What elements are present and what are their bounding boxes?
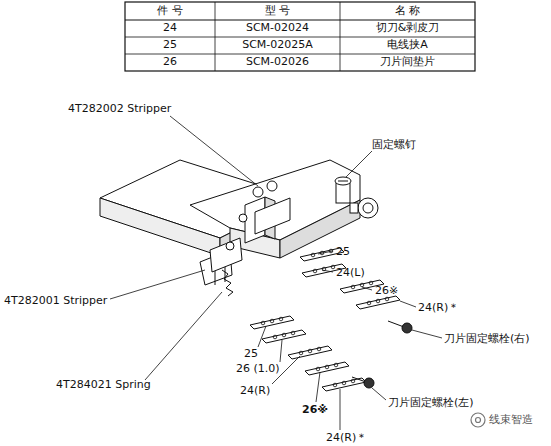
table-cell: SCM-02025A	[215, 38, 340, 51]
callout-number: 25	[244, 347, 258, 360]
parts-table-grid	[340, 2, 341, 71]
part-label: 刀片固定螺栓(右)	[444, 332, 530, 345]
table-header: 件 号	[125, 4, 215, 17]
leader-lines	[412, 330, 442, 338]
fixing-screw	[363, 203, 373, 213]
base-plate	[100, 160, 360, 285]
part-label: 4T282001 Stripper	[4, 294, 107, 307]
parts-table-grid	[125, 54, 475, 55]
blade-bolts	[364, 378, 374, 388]
callout-number: 24(L)	[336, 266, 365, 279]
fixing-screw	[358, 198, 378, 218]
callout-number: 24(R)＊	[418, 301, 459, 314]
table-cell: 25	[125, 38, 215, 51]
table-cell: SCM-02026	[215, 55, 340, 68]
part-label: 刀片固定螺栓(左)	[388, 396, 474, 409]
callout-number: 24(R)＊	[326, 431, 367, 444]
leader-lines	[362, 287, 372, 290]
part-label: 固定螺钉	[372, 138, 416, 151]
stripper-parts	[210, 238, 242, 272]
callout-number: 26※	[375, 284, 398, 297]
table-cell: 电线挟A	[340, 38, 475, 51]
table-cell: 切刀&剥皮刀	[340, 21, 475, 34]
exploded-blades	[288, 346, 332, 359]
leader-lines	[372, 388, 386, 400]
leader-lines	[340, 389, 341, 430]
fixing-screw	[336, 183, 350, 203]
leader-lines	[145, 292, 222, 380]
table-cell: 刀片间垫片	[340, 55, 475, 68]
callout-number: 25	[336, 245, 350, 258]
stripper-parts	[267, 181, 277, 191]
fixing-screw	[335, 177, 378, 218]
leader-lines	[110, 270, 205, 299]
fixing-screw	[350, 203, 358, 213]
part-label: 4T284021 Spring	[56, 378, 151, 391]
watermark-icon	[476, 418, 481, 423]
exploded-blades	[250, 316, 294, 329]
blade-bolts	[352, 321, 412, 388]
parts-table-grid	[125, 37, 475, 38]
leader-lines	[322, 270, 333, 272]
blade-bolts	[388, 321, 404, 327]
leader-lines	[258, 326, 266, 347]
stripper-parts	[239, 214, 247, 222]
callout-number: 26※	[302, 403, 328, 416]
watermark-icon	[471, 413, 485, 427]
watermark: 线束智造	[489, 413, 533, 426]
base-plate	[280, 200, 360, 258]
parts-table-grid	[125, 2, 475, 71]
stripper-parts	[226, 242, 234, 250]
exploded-blades	[262, 330, 306, 343]
stripper-parts	[253, 187, 263, 197]
leader-lines	[316, 372, 320, 402]
leader-lines	[318, 251, 333, 254]
leader-lines	[280, 340, 282, 362]
exploded-blades	[356, 296, 400, 309]
parts-table-grid	[125, 2, 475, 71]
stripper-parts	[210, 181, 290, 272]
table-cell: SCM-02024	[215, 21, 340, 34]
part-label: 4T282002 Stripper	[68, 102, 171, 115]
leader-lines	[400, 301, 416, 307]
exploded-blades	[322, 378, 366, 391]
blade-bolts	[402, 323, 412, 333]
table-cell: 24	[125, 21, 215, 34]
fixing-screw	[338, 181, 348, 182]
stripper-parts	[255, 198, 290, 234]
table-cell: 26	[125, 55, 215, 68]
fixing-screw	[335, 177, 351, 185]
table-header: 名 称	[340, 4, 475, 17]
exploded-blades	[305, 362, 349, 375]
leader-lines	[170, 116, 258, 186]
parts-table-grid	[125, 20, 475, 21]
leader-lines	[110, 116, 442, 430]
spring-coil	[222, 270, 233, 296]
leader-lines	[346, 151, 372, 177]
callout-number: 24(R)	[240, 384, 270, 397]
parts-table-grid	[215, 2, 216, 71]
table-header: 型 号	[215, 4, 340, 17]
watermark-icon	[471, 413, 485, 427]
callout-number: 26 (1.0)	[236, 362, 280, 375]
